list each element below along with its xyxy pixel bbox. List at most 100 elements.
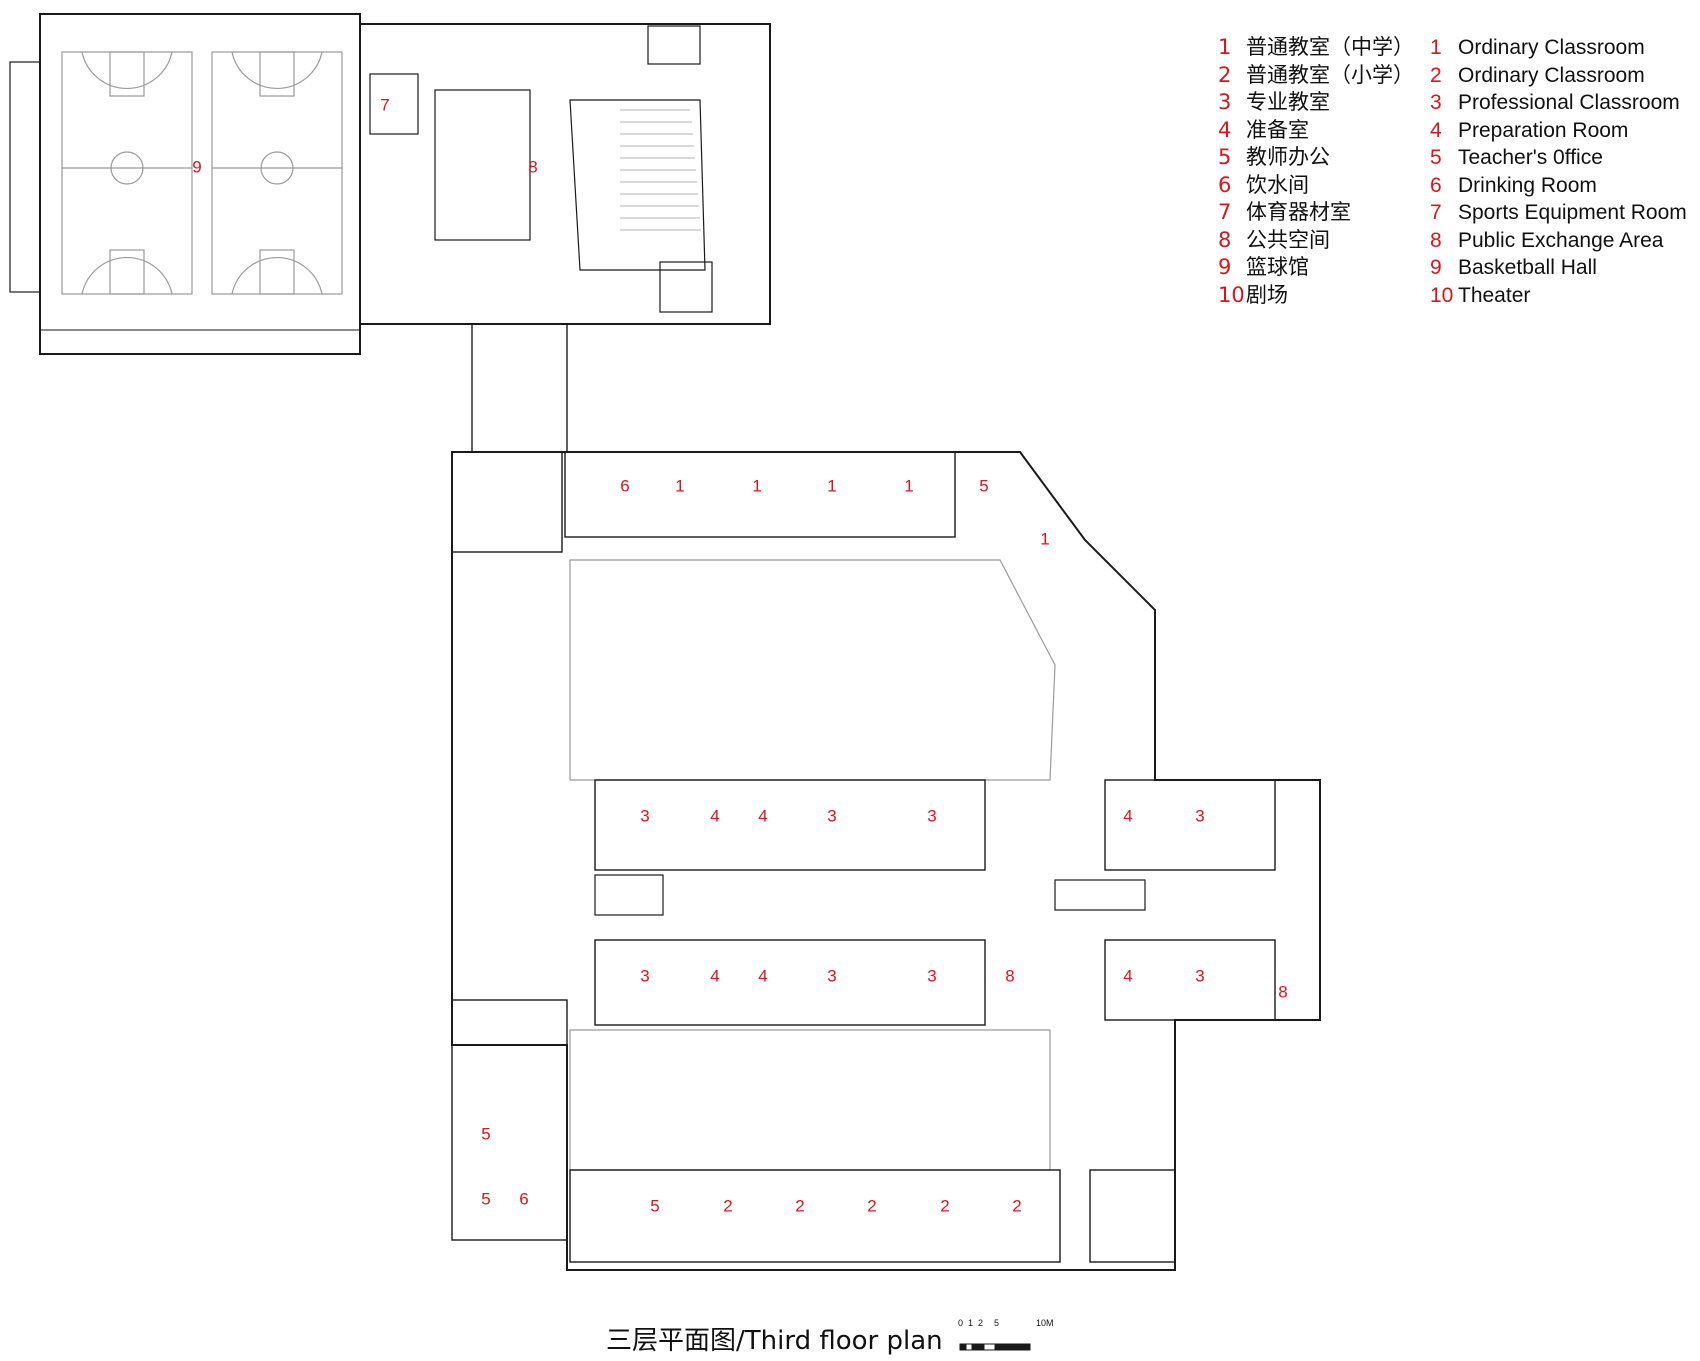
room-number-label: 1 [904, 476, 913, 495]
scale-bar-graphic [959, 1343, 1031, 1351]
room-number-label: 8 [1278, 982, 1287, 1001]
theater-block-outline [359, 23, 771, 325]
legend-row-en: 6 Drinking Room [1430, 172, 1687, 200]
legend-label: Drinking Room [1458, 173, 1597, 197]
legend-number: 9 [1430, 256, 1442, 279]
legend-label: Preparation Room [1458, 118, 1629, 142]
classroom-row-mid-north [594, 779, 986, 871]
stair-core-north [451, 451, 563, 553]
classroom-south-east [1089, 1169, 1176, 1263]
legend-number: 1 [1430, 36, 1442, 59]
legend-number: 10 [1430, 283, 1454, 307]
legend-label: Theater [1458, 283, 1531, 307]
legend-row-zh: 10剧场 [1218, 282, 1414, 310]
legend-number: 5 [1218, 145, 1232, 169]
room-number-label: 6 [620, 476, 629, 495]
room-number-label: 1 [827, 476, 836, 495]
legend-row-zh: 8 公共空间 [1218, 227, 1414, 255]
basketball-courts [61, 51, 343, 295]
room-number-label: 6 [519, 1189, 528, 1208]
room-number-label: 5 [979, 476, 988, 495]
classroom-row-mid-south [594, 939, 986, 1026]
room-number-label: 8 [528, 157, 537, 176]
scale-tick-label: 0 [958, 1318, 964, 1328]
legend-label: 饮水间 [1246, 172, 1309, 197]
legend-number: 7 [1218, 200, 1232, 224]
room-number-label: 4 [758, 806, 767, 825]
room-number-label: 3 [640, 966, 649, 985]
basketball-hall-stair-band [9, 61, 41, 293]
legend-number: 3 [1430, 91, 1442, 114]
legend-label: 普通教室（小学） [1246, 62, 1414, 87]
classroom-row-south [569, 1169, 1061, 1263]
room-number-label: 9 [192, 157, 201, 176]
legend-label: 篮球馆 [1246, 255, 1309, 279]
legend-label: Basketball Hall [1458, 256, 1597, 279]
legend-label: Sports Equipment Room [1458, 201, 1687, 224]
legend-label: 剧场 [1246, 282, 1288, 307]
legend-label: Public Exchange Area [1458, 228, 1664, 252]
theater-seating [620, 109, 701, 231]
office-wing-south-west [451, 999, 568, 1241]
basketball-hall-outline [39, 13, 361, 355]
room-number-label: 2 [940, 1196, 949, 1215]
legend-number: 6 [1218, 172, 1232, 197]
room-number-label: 1 [752, 476, 761, 495]
legend-row-en: 9 Basketball Hall [1430, 254, 1687, 282]
legend-label: Teacher's 0ffice [1458, 146, 1603, 169]
room-number-label: 2 [795, 1196, 804, 1215]
room-number-label: 3 [827, 966, 836, 985]
room-number-label: 2 [1012, 1196, 1021, 1215]
courtyard-planter [1054, 879, 1146, 911]
room-number-label: 4 [710, 966, 719, 985]
room-number-label: 8 [1005, 966, 1014, 985]
room-number-label: 3 [827, 806, 836, 825]
room-number-label: 4 [1123, 806, 1132, 825]
connector-bridge [471, 323, 568, 453]
legend-number: 9 [1218, 255, 1232, 279]
room-number-label: 3 [1195, 966, 1204, 985]
room-number-label: 3 [927, 966, 936, 985]
legend-number: 10 [1218, 282, 1245, 307]
room-number-label: 3 [927, 806, 936, 825]
room-number-label: 2 [867, 1196, 876, 1215]
courtyard-south [569, 1029, 1051, 1171]
legend-number: 2 [1218, 62, 1232, 87]
room-number-label: 5 [481, 1124, 490, 1143]
scale-tick-label: 10M [1036, 1318, 1054, 1328]
teaching-block-outline [451, 451, 1321, 1271]
theater-hall [569, 99, 706, 271]
legend-label: 普通教室（中学） [1246, 35, 1414, 59]
legend-label: 教师办公 [1246, 145, 1330, 169]
legend-row-zh: 1 普通教室（中学） [1218, 34, 1414, 62]
classroom-row-north [564, 451, 956, 538]
legend-label: Ordinary Classroom [1458, 63, 1645, 87]
room-number-label: 1 [675, 476, 684, 495]
room-number-label: 1 [1040, 529, 1049, 548]
scale-tick-label: 5 [994, 1318, 1000, 1328]
room-number-label: 4 [1123, 966, 1132, 985]
legend-row-zh: 2 普通教室（小学） [1218, 62, 1414, 90]
room-number-label: 7 [380, 95, 389, 114]
legend-number: 4 [1218, 117, 1232, 142]
legend-number: 6 [1430, 173, 1442, 197]
legend-row-zh: 9 篮球馆 [1218, 254, 1414, 282]
legend-label: 公共空间 [1246, 227, 1330, 252]
legend-number: 8 [1218, 227, 1232, 252]
legend-row-zh: 5 教师办公 [1218, 144, 1414, 172]
legend-number: 1 [1218, 35, 1232, 59]
